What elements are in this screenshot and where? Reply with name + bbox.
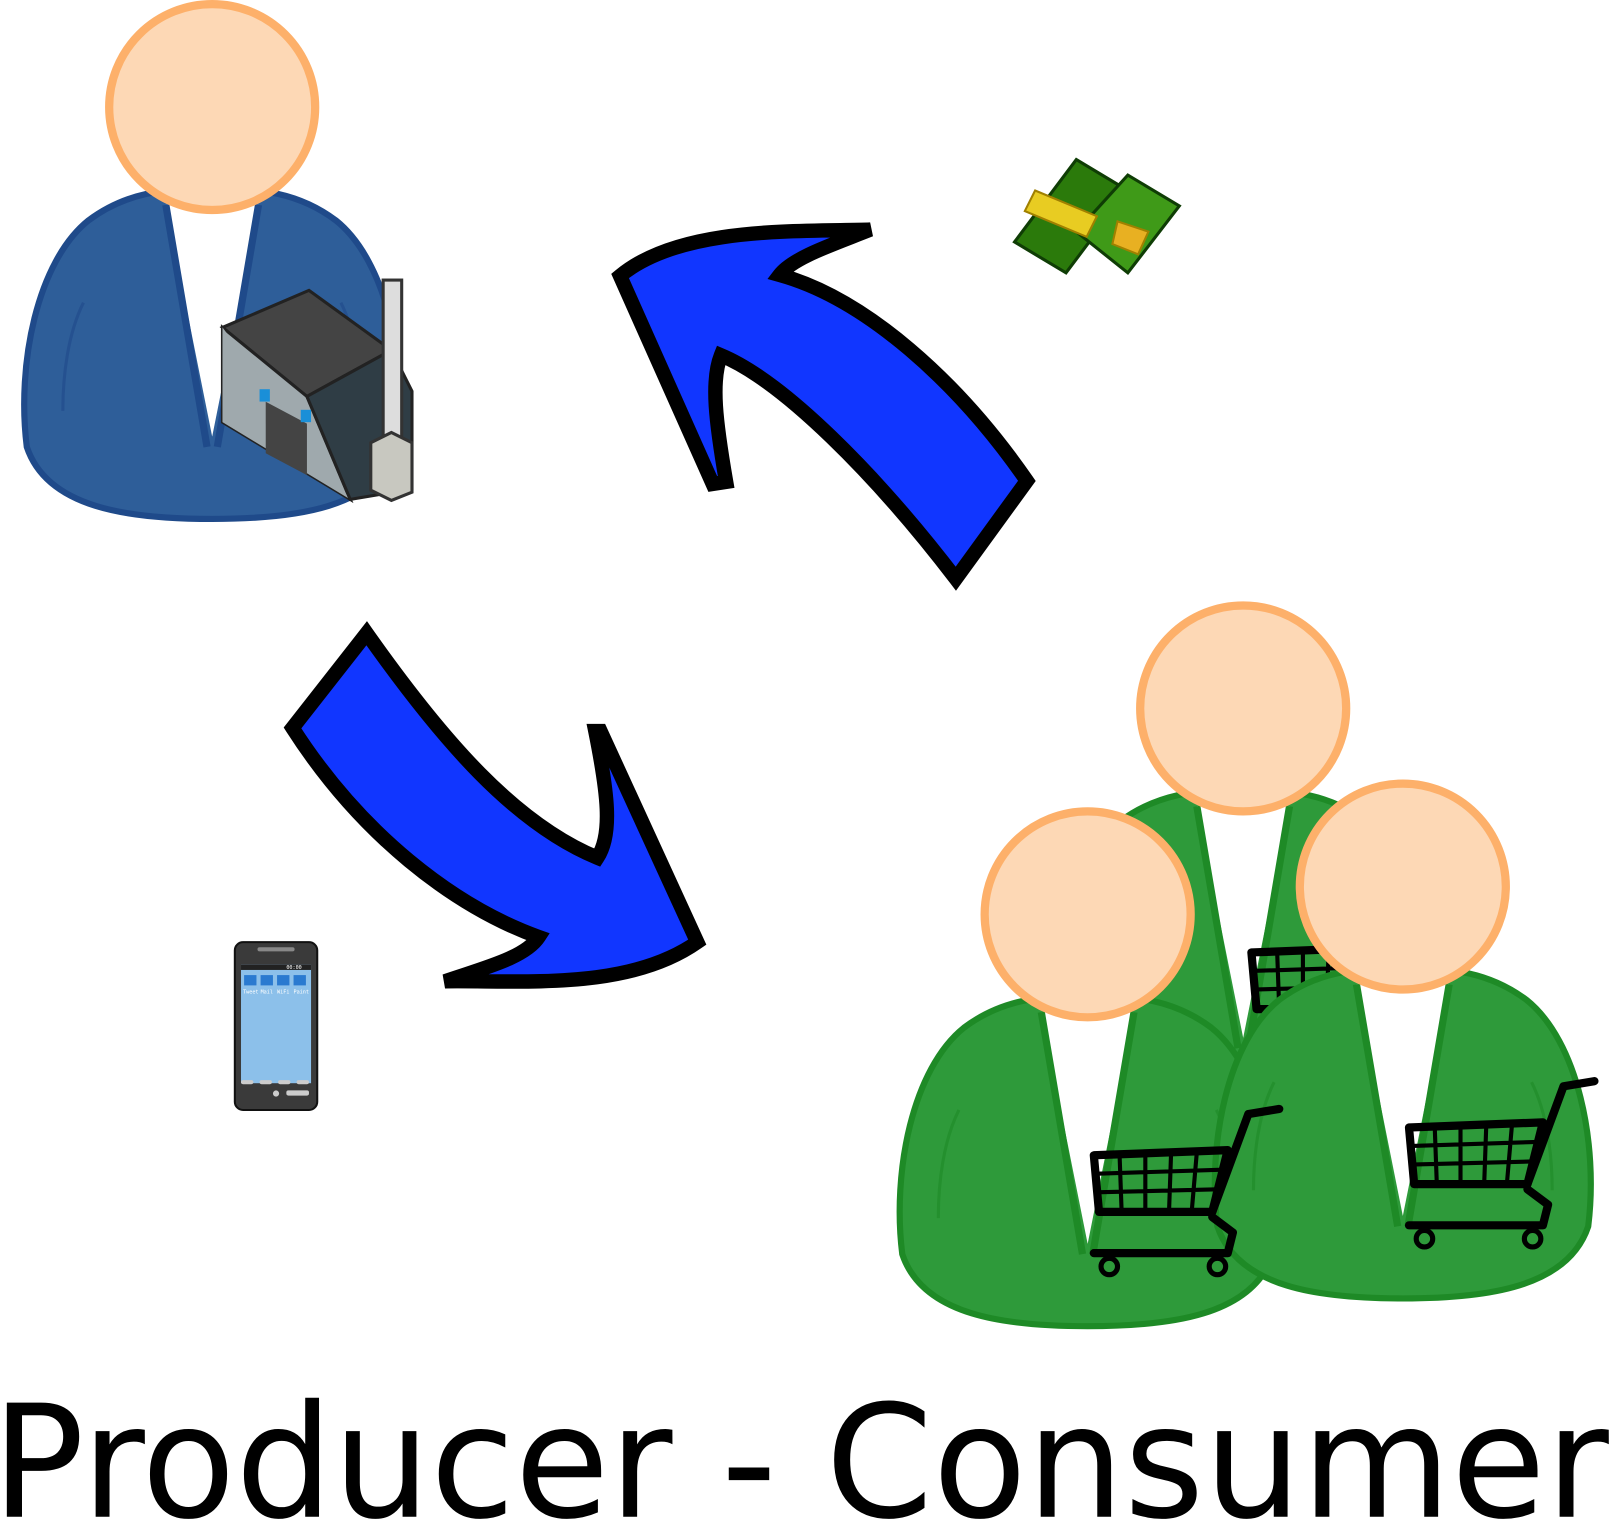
phone-app-wifi: WiFi: [277, 990, 289, 996]
phone-app-tweet: Tweet: [243, 990, 258, 996]
phone-clock: 00:00: [286, 965, 301, 971]
payment-arrow: [611, 222, 1036, 591]
consumers-group: [900, 605, 1595, 1326]
phone-icon: 00:00 Tweet Mail WiFi Paint: [233, 941, 319, 1112]
money-icon: [1012, 157, 1182, 276]
diagram-title: Producer - Consumer: [0, 1372, 1609, 1527]
product-arrow: [283, 621, 707, 989]
producer-figure: [24, 4, 414, 519]
phone-app-paint: Paint: [294, 990, 309, 996]
factory-icon: [219, 278, 414, 504]
phone-app-mail: Mail: [261, 990, 273, 996]
